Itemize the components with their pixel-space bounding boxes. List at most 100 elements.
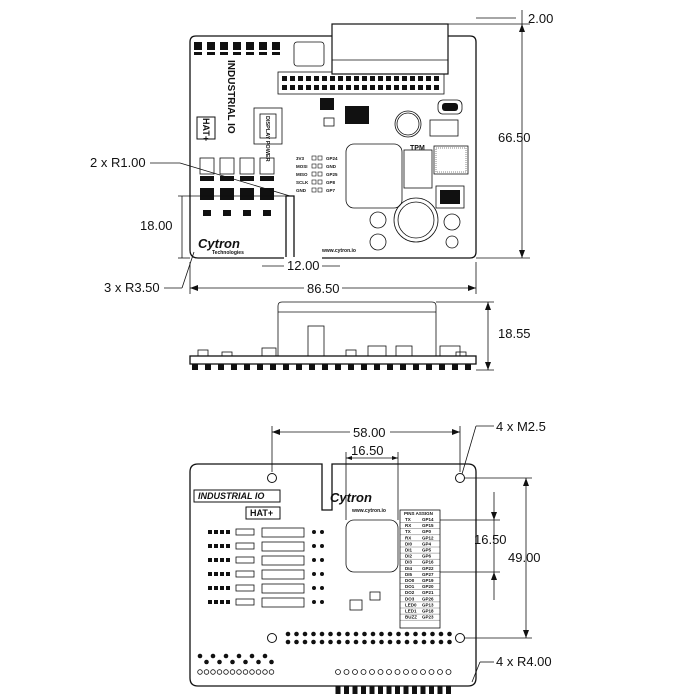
ic-small-1 (320, 98, 334, 110)
terminal-pin (243, 659, 248, 665)
relay-bottom (261, 569, 305, 580)
header-pin (410, 85, 415, 90)
side-part (345, 349, 357, 357)
side-pin (322, 364, 328, 370)
arrow (272, 429, 280, 435)
terminal-pin (204, 659, 209, 665)
gpio-header-pins (282, 76, 439, 90)
relay-bottom (261, 583, 305, 594)
chip-bottom-1 (349, 599, 363, 611)
arrow (519, 24, 525, 32)
side-pin (296, 364, 302, 370)
relay-top-diode (243, 210, 251, 216)
relay-bottom-pad (226, 572, 230, 576)
header-pin (282, 85, 287, 90)
relay-bottom-via (320, 544, 324, 548)
header-pin (418, 76, 423, 81)
electrolytic-cap-1-inner (396, 112, 420, 136)
pin-gpio: GP27 (422, 572, 434, 577)
side-pin (231, 364, 237, 370)
jst-connector (253, 107, 283, 145)
inductor-large (433, 145, 469, 175)
pin-name: DO3 (405, 596, 415, 601)
tpm-pin-right: GP24 (326, 156, 338, 161)
header-pin (410, 76, 415, 81)
tpm-module (345, 143, 403, 209)
pin-name: DI2 (405, 554, 413, 559)
side-view: 18.55 (189, 301, 531, 371)
terminal-pin (217, 659, 222, 665)
io-pad (207, 42, 215, 50)
header-pin-bottom (387, 639, 393, 645)
terminal-screw (411, 669, 418, 675)
arrow (452, 429, 460, 435)
dim-corner-small: 2 x R1.00 (90, 155, 146, 170)
dim-corner-large: 3 x R3.50 (104, 280, 160, 295)
header-pin (282, 76, 287, 81)
terminal-lead (335, 686, 341, 694)
side-pin (400, 364, 406, 370)
terminal-pin-ring (236, 669, 242, 675)
chip-bottom-2 (369, 591, 381, 601)
relay-top-led (240, 176, 254, 181)
header-pin (338, 76, 343, 81)
inductor-3 (435, 185, 465, 209)
side-part (197, 349, 209, 357)
terminal-lead (386, 686, 392, 694)
header-pin-bottom (413, 639, 418, 645)
bottom-url: www.cytron.io (351, 508, 386, 514)
tpm-pin-left: MOSI (296, 164, 308, 169)
header-pin-bottom (285, 631, 291, 637)
leader-pad-r-diag (471, 661, 481, 683)
side-part (307, 325, 325, 357)
header-pin-bottom (345, 631, 350, 637)
pin-name: BUZZ (405, 615, 417, 620)
switch (437, 99, 463, 115)
header-pin-bottom (302, 631, 308, 637)
header-pin (362, 76, 367, 81)
relay-bottom-pad (220, 530, 224, 534)
side-heatsink (277, 301, 437, 356)
cap-small-b (369, 233, 387, 251)
bottom-terminals (197, 653, 452, 694)
header-pin-bottom (447, 639, 452, 645)
arrow (523, 478, 529, 486)
dim-height-top: 66.50 (498, 130, 531, 145)
tpm-pin-pad (311, 155, 317, 161)
tpm-pin-right: GP25 (326, 172, 338, 177)
header-pin-bottom (413, 631, 418, 637)
side-pin (452, 364, 458, 370)
header-pin-bottom (328, 631, 333, 637)
side-pin (387, 364, 393, 370)
header-pin (290, 85, 295, 90)
terminal-pin-ring (229, 669, 236, 675)
header-pin (314, 76, 319, 81)
dim-hole-y: 49.00 (508, 550, 541, 565)
io-pad (233, 42, 241, 50)
side-pin (465, 364, 471, 370)
cap-small-d (445, 235, 459, 249)
header-pin (370, 76, 375, 81)
pin-name: TX (405, 529, 411, 534)
terminal-lead (446, 686, 451, 694)
terminal-pin-ring (203, 669, 210, 675)
arrow (523, 630, 529, 638)
arrow (491, 572, 497, 580)
io-pad-label (246, 52, 254, 55)
dim-notch-bg (284, 257, 322, 273)
display-power-label: DISPLAY POWER (264, 116, 270, 162)
dim-hole-x: 58.00 (353, 425, 386, 440)
jst-inner (259, 113, 277, 139)
pin-gpio: GP16 (422, 560, 434, 565)
tpm-pin-right: GP7 (326, 188, 336, 193)
pin-gpio: GP26 (422, 596, 434, 601)
terminal-screw (352, 669, 358, 675)
side-part (261, 347, 277, 357)
relay-bottom-via (312, 572, 316, 576)
side-part (221, 351, 233, 357)
header-pin (330, 76, 335, 81)
terminal-pin (256, 659, 261, 665)
header-pin-bottom (421, 639, 427, 645)
side-pin (348, 364, 354, 370)
